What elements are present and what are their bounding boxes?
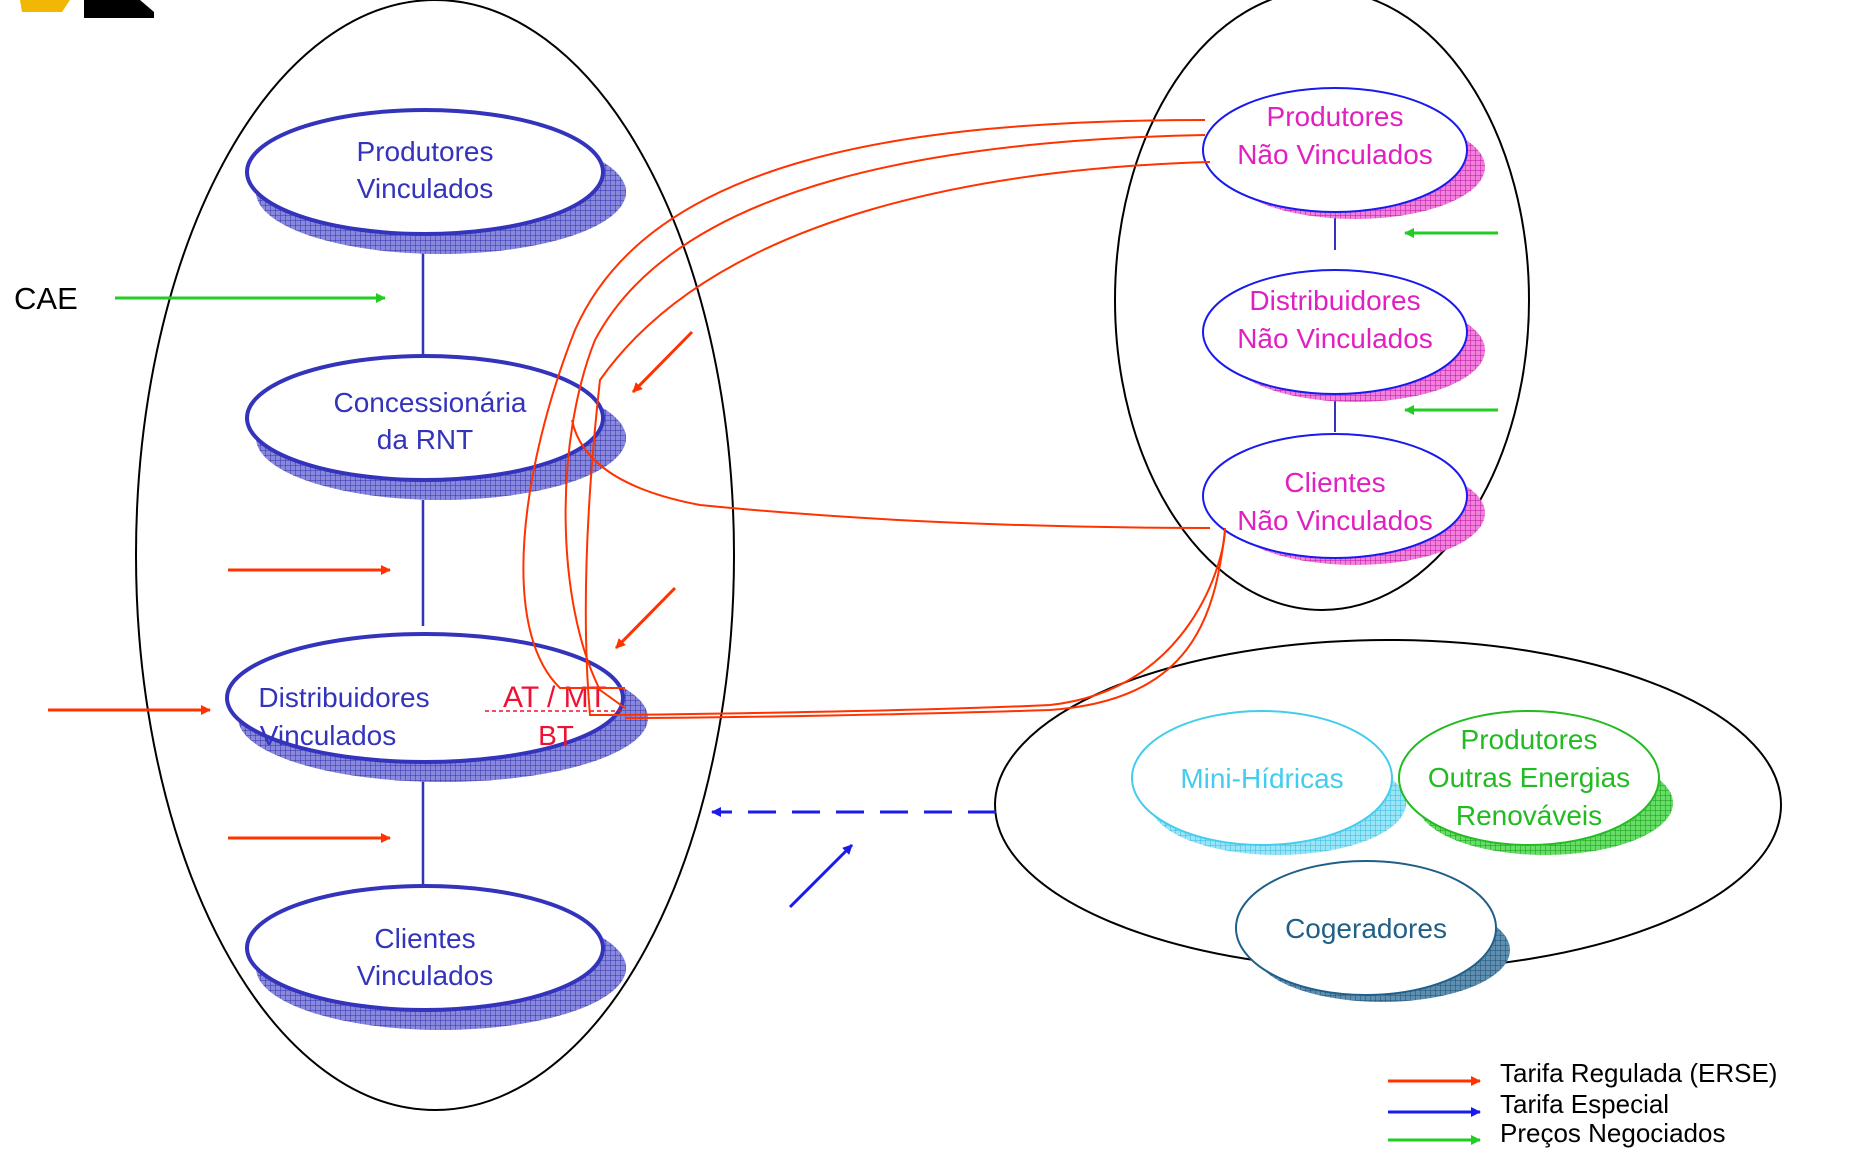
legend-tarifa-regulada-label: Tarifa Regulada (ERSE) <box>1500 1058 1777 1088</box>
outras-energias-line3: Renováveis <box>1456 800 1602 831</box>
distribuidores-vinculados-line2: Vinculados <box>260 720 396 751</box>
mini-hidricas-label: Mini-Hídricas <box>1180 763 1343 794</box>
clientes-nao-vinculados-line1: Clientes <box>1284 467 1385 498</box>
outras-energias-line1: Produtores <box>1461 724 1598 755</box>
distribuidores-nao-vinculados-line1: Distribuidores <box>1249 285 1420 316</box>
clientes-vinculados-node: Clientes Vinculados <box>245 884 626 1030</box>
produtores-nao-vinculados-node: Produtores Não Vinculados <box>1202 87 1485 219</box>
tarifa-regulada-arrow-5 <box>614 586 677 650</box>
produtores-vinculados-node: Produtores Vinculados <box>245 108 626 254</box>
cogeradores-node: Cogeradores <box>1235 860 1510 1002</box>
sistema-vinculado-container <box>135 0 735 1111</box>
concessionaria-rnt-node: Concessionária da RNT <box>245 354 626 500</box>
cae-label: CAE <box>14 281 78 316</box>
distribuidores-nao-vinculados-node: Distribuidores Não Vinculados <box>1202 269 1485 402</box>
cogeradores-label: Cogeradores <box>1285 913 1447 944</box>
outras-energias-line2: Outras Energias <box>1428 762 1630 793</box>
voltage-bt-label: BT <box>538 720 574 751</box>
access-curves <box>522 119 1226 719</box>
mini-hidricas-node: Mini-Hídricas <box>1131 710 1406 855</box>
legend-tarifa-especial-label: Tarifa Especial <box>1500 1089 1669 1119</box>
tarifa-regulada-arrow-4 <box>631 330 694 394</box>
clientes-vinculados-line1: Clientes <box>374 923 475 954</box>
legend: Tarifa Regulada (ERSE) Tarifa Especial P… <box>1388 1058 1777 1148</box>
clientes-nao-vinculados-line2: Não Vinculados <box>1237 505 1433 536</box>
distribuidores-vinculados-node: Distribuidores Vinculados AT / MT BT <box>225 632 648 782</box>
concessionaria-line2: da RNT <box>377 424 473 455</box>
distribuidores-vinculados-line1: Distribuidores <box>258 682 429 713</box>
produtores-vinculados-line1: Produtores <box>357 136 494 167</box>
produtores-outras-energias-node: Produtores Outras Energias Renováveis <box>1398 710 1673 855</box>
concessionaria-line1: Concessionária <box>334 387 527 418</box>
produtores-nao-vinculados-line2: Não Vinculados <box>1237 139 1433 170</box>
produtores-vinculados-line2: Vinculados <box>357 173 493 204</box>
clientes-vinculados-line2: Vinculados <box>357 960 493 991</box>
legend-precos-negociados-label: Preços Negociados <box>1500 1118 1725 1148</box>
produtores-nao-vinculados-line1: Produtores <box>1267 101 1404 132</box>
distribuidores-nao-vinculados-line2: Não Vinculados <box>1237 323 1433 354</box>
corner-logo-icon <box>20 0 154 18</box>
voltage-at-mt-label: AT / MT <box>503 681 607 714</box>
tarifa-especial-arrow <box>788 843 854 909</box>
sistema-nao-vinculado-container <box>1114 0 1530 611</box>
clientes-nao-vinculados-node: Clientes Não Vinculados <box>1202 433 1485 565</box>
